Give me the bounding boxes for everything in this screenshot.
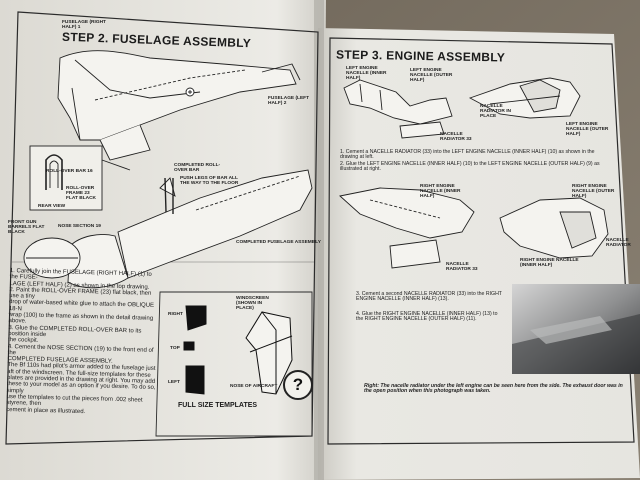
left-nacelle-assembled [468,77,581,119]
label-fuselage-left-half: FUSELAGE (LEFT HALF) 2 [268,96,310,107]
label-rear-view: REAR VIEW [38,204,66,209]
label-right-engine-nacelle-outer: RIGHT ENGINE NACELLE (OUTER HALF) [572,184,615,200]
label-roll-over-bar: ROLL-OVER BAR 16 [46,169,93,174]
label-left-engine-nacelle-outer: LEFT ENGINE NACELLE (OUTER HALF) [410,68,453,84]
label-nacelle-radiator-left: NACELLE RADIATOR 33 [440,132,472,143]
label-left-engine-nacelle-inner: LEFT ENGINE NACELLE (INNER HALF) [346,66,387,82]
label-fuselage-right-half: FUSELAGE (RIGHT HALF) 1 [62,20,106,31]
label-completed-fuselage: COMPLETED FUSELAGE ASSEMBLY [236,240,321,245]
right-nacelle-drawing [339,187,475,269]
right-step-3: 3. Cement a second NACELLE RADIATOR (33)… [356,291,502,303]
step-3-title: STEP 3. ENGINE ASSEMBLY [335,47,506,65]
label-top: TOP [170,346,180,351]
label-left: LEFT [168,380,180,385]
label-nose-of-aircraft: NOSE OF AIRCRAFT [230,384,278,389]
label-push-legs: PUSH LEGS OF BAR ALL THE WAY TO THE FLOO… [180,176,239,187]
label-right-engine-nacelle-inner: RIGHT ENGINE NACELLE (INNER HALF) [420,184,461,200]
right-step-2: 2. Glue the LEFT ENGINE NACELLE (INNER H… [340,161,600,173]
left-nacelle-drawing [343,79,453,139]
rollover-detail [29,145,131,211]
right-step-4: 4. Glue the RIGHT ENGINE NACELLE (INNER … [356,311,498,323]
label-right-engine-nacelle-inner-bottom: RIGHT ENGINE NACELLE (INNER HALF) [520,258,579,269]
help-question-icon: ? [283,370,313,400]
label-nacelle-radiator-right2: NACELLE RADIATOR [606,238,631,249]
label-roll-over-frame: ROLL-OVER FRAME 23 FLAT BLACK [66,186,97,202]
label-completed-roll-over-bar: COMPLETED ROLL-OVER BAR [174,163,221,174]
label-left-engine-nacelle-outer-small: LEFT ENGINE NACELLE (OUTER HALF) [566,122,609,138]
label-right: RIGHT [168,312,183,317]
label-nacelle-radiator-in-place: NACELLE RADIATOR IN PLACE [480,104,512,120]
left-instructions: 1. Carefully join the FUSELAGE (RIGHT HA… [6,268,160,417]
label-nose-section: NOSE SECTION 19 [58,224,101,229]
right-nacelle-assembled [499,197,609,259]
label-windscreen: WINDSCREEN (SHOWN IN PLACE) [236,296,269,312]
armor-templates [183,305,293,395]
fuselage-drawing [57,50,301,161]
right-step-1: 1. Cement a NACELLE RADIATOR (33) into t… [340,149,595,161]
label-nacelle-radiator-right: NACELLE RADIATOR 33 [446,262,478,273]
photo-caption: Right: The nacelle radiator under the le… [364,383,623,395]
completed-fuselage-drawing [23,169,313,289]
full-size-templates-heading: FULL SIZE TEMPLATES [178,402,258,409]
label-front-gun-barrels: FRONT GUN BARRELS FLAT BLACK [8,220,45,236]
